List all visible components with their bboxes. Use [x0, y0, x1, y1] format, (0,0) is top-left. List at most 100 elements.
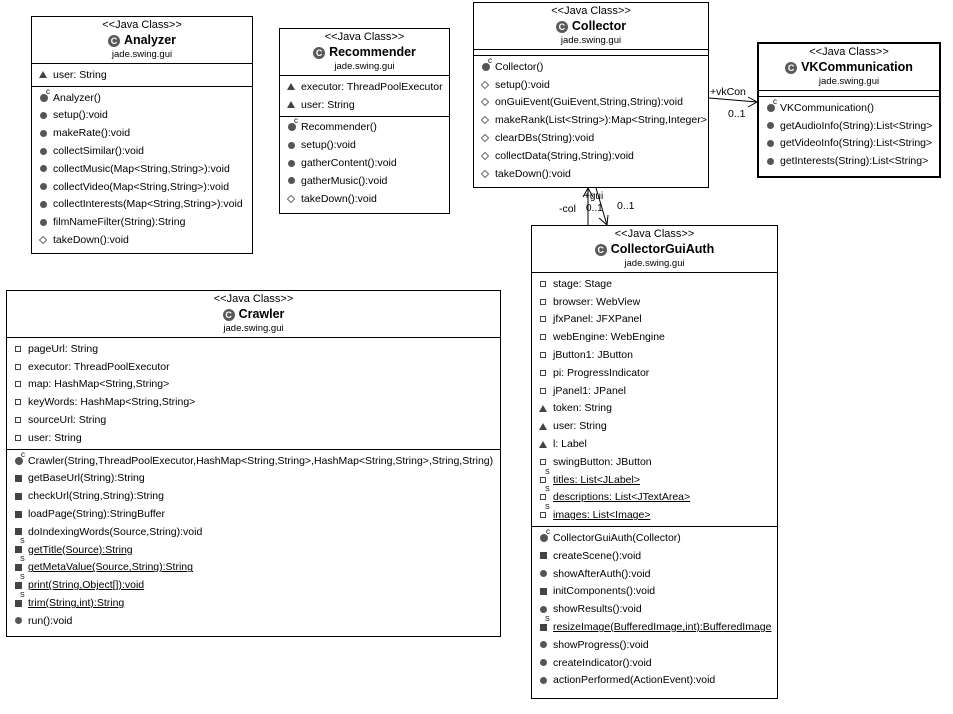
- member-row[interactable]: filmNameFilter(String):String: [32, 213, 252, 231]
- member-row[interactable]: actionPerformed(ActionEvent):void: [532, 672, 777, 690]
- static-field-icon: [540, 486, 550, 501]
- member-row[interactable]: keyWords: HashMap<String,String>: [7, 393, 500, 411]
- member-row[interactable]: takeDown():void: [474, 165, 708, 183]
- member-row[interactable]: trim(String,int):String: [7, 592, 500, 612]
- member-row[interactable]: collectSimilar():void: [32, 142, 252, 160]
- member-row[interactable]: images: List<Image>: [532, 504, 777, 524]
- member-row[interactable]: executor: ThreadPoolExecutor: [280, 78, 449, 96]
- public-method-icon: [288, 141, 295, 149]
- member-row[interactable]: jButton1: JButton: [532, 346, 777, 364]
- multiplicity-gui: 0..1: [617, 200, 635, 212]
- class-icon: C: [313, 46, 326, 59]
- member-row[interactable]: createIndicator():void: [532, 654, 777, 672]
- member-row[interactable]: Recommender(): [280, 116, 449, 137]
- member-row[interactable]: run():void: [7, 612, 500, 630]
- public-method-icon: [540, 641, 547, 649]
- member-row[interactable]: gatherMusic():void: [280, 172, 449, 190]
- member-row[interactable]: executor: ThreadPoolExecutor: [7, 358, 500, 376]
- member-row[interactable]: takeDown():void: [32, 231, 252, 249]
- member-row[interactable]: getTitle(Source):String: [7, 538, 500, 559]
- member-row[interactable]: onGuiEvent(GuiEvent,String,String):void: [474, 94, 708, 112]
- member-row[interactable]: clearDBs(String):void: [474, 129, 708, 147]
- member-row[interactable]: loadPage(String):StringBuffer: [7, 505, 500, 523]
- member-row[interactable]: stage: Stage: [532, 275, 777, 293]
- member-row[interactable]: jPanel1: JPanel: [532, 382, 777, 400]
- member-row[interactable]: VKCommunication(): [759, 97, 939, 117]
- member-text: setup():void: [495, 78, 550, 91]
- public-method-icon: [288, 159, 295, 167]
- member-text: Recommender(): [301, 121, 377, 134]
- member-row[interactable]: print(String,Object[]):void: [7, 574, 500, 594]
- member-row[interactable]: map: HashMap<String,String>: [7, 376, 500, 394]
- member-row[interactable]: Analyzer(): [32, 87, 252, 107]
- member-row[interactable]: browser: WebView: [532, 293, 777, 311]
- member-row[interactable]: collectVideo(Map<String,String>):void: [32, 178, 252, 196]
- private-field-icon: [15, 363, 21, 370]
- member-row[interactable]: webEngine: WebEngine: [532, 328, 777, 346]
- member-row[interactable]: user: String: [532, 417, 777, 435]
- member-row[interactable]: setup():void: [280, 136, 449, 154]
- member-row[interactable]: createScene():void: [532, 547, 777, 565]
- member-row[interactable]: titles: List<JLabel>: [532, 469, 777, 489]
- member-row[interactable]: doIndexingWords(Source,String):void: [7, 523, 500, 541]
- static-field-icon: [540, 504, 550, 519]
- member-row[interactable]: sourceUrl: String: [7, 411, 500, 429]
- member-row[interactable]: swingButton: JButton: [532, 453, 777, 471]
- member-row[interactable]: makeRank(List<String>):Map<String,Intege…: [474, 111, 708, 129]
- member-row[interactable]: pageUrl: String: [7, 340, 500, 358]
- member-text: sourceUrl: String: [28, 414, 107, 427]
- member-row[interactable]: getAudioInfo(String):List<String>: [759, 117, 939, 135]
- member-row[interactable]: token: String: [532, 400, 777, 418]
- member-text: checkUrl(String,String):String: [28, 490, 164, 503]
- member-text: takeDown():void: [53, 234, 129, 247]
- member-row[interactable]: initComponents():void: [532, 583, 777, 601]
- member-row[interactable]: jfxPanel: JFXPanel: [532, 311, 777, 329]
- member-row[interactable]: getVideoInfo(String):List<String>: [759, 135, 939, 153]
- member-row[interactable]: getInterests(String):List<String>: [759, 152, 939, 170]
- member-row[interactable]: CollectorGuiAuth(Collector): [532, 527, 777, 547]
- member-row[interactable]: showResults():void: [532, 600, 777, 618]
- member-row[interactable]: user: String: [280, 96, 449, 114]
- member-row[interactable]: gatherContent():void: [280, 154, 449, 172]
- member-row[interactable]: collectInterests(Map<String,String>):voi…: [32, 196, 252, 214]
- member-row[interactable]: checkUrl(String,String):String: [7, 487, 500, 505]
- static-method-icon: [540, 616, 550, 631]
- member-text: collectInterests(Map<String,String>):voi…: [53, 198, 243, 211]
- member-row[interactable]: descriptions: List<JTextArea>: [532, 486, 777, 507]
- member-text: descriptions: List<JTextArea>: [553, 491, 691, 504]
- public-method-icon: [288, 177, 295, 185]
- member-row[interactable]: user: String: [32, 66, 252, 84]
- member-row[interactable]: getBaseUrl(String):String: [7, 470, 500, 488]
- member-row[interactable]: getMetaValue(Source,String):String: [7, 556, 500, 577]
- member-row[interactable]: resizeImage(BufferedImage,int):BufferedI…: [532, 616, 777, 636]
- member-row[interactable]: takeDown():void: [280, 190, 449, 208]
- methods-section: Analyzer()setup():voidmakeRate():voidcol…: [32, 85, 252, 251]
- member-row[interactable]: Crawler(String,ThreadPoolExecutor,HashMa…: [7, 450, 500, 470]
- member-row[interactable]: user: String: [7, 429, 500, 447]
- member-text: user: String: [301, 98, 355, 111]
- member-row[interactable]: Collector(): [474, 56, 708, 76]
- member-row[interactable]: collectMusic(Map<String,String>):void: [32, 160, 252, 178]
- member-row[interactable]: showAfterAuth():void: [532, 565, 777, 583]
- member-text: collectVideo(Map<String,String>):void: [53, 180, 230, 193]
- member-row[interactable]: showProgress():void: [532, 636, 777, 654]
- member-row[interactable]: l: Label: [532, 435, 777, 453]
- constructor-icon: [540, 527, 550, 543]
- member-row[interactable]: pi: ProgressIndicator: [532, 364, 777, 382]
- member-row[interactable]: setup():void: [474, 76, 708, 94]
- arrowhead-collector: [582, 186, 594, 198]
- member-row[interactable]: setup():void: [32, 107, 252, 125]
- member-row[interactable]: collectData(String,String):void: [474, 147, 708, 165]
- member-row[interactable]: makeRate():void: [32, 124, 252, 142]
- member-text: keyWords: HashMap<String,String>: [28, 396, 196, 409]
- member-text: Collector(): [495, 60, 544, 73]
- fields-section: executor: ThreadPoolExecutor user: String: [280, 75, 449, 116]
